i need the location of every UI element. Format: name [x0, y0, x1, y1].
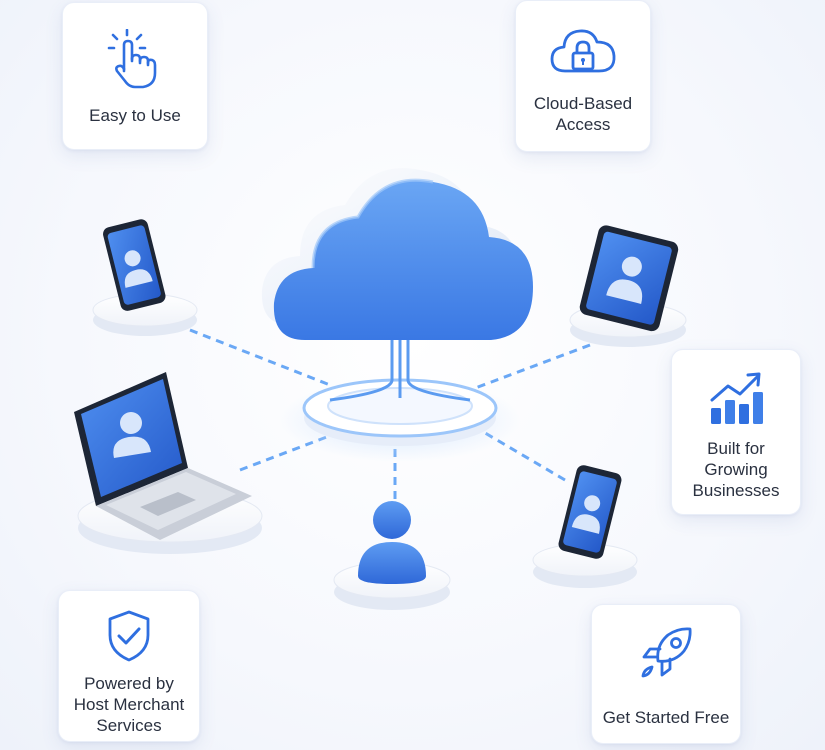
cloud-hub — [261, 168, 533, 340]
feature-card-cloud-based-access: Cloud-Based Access — [515, 0, 651, 152]
phone-device-left — [103, 219, 166, 311]
growth-chart-icon — [710, 372, 763, 424]
cloud-based-access-label: Cloud-Based Access — [533, 94, 633, 134]
feature-card-powered-by: Powered by Host Merchant Services — [58, 590, 200, 742]
feature-card-easy-to-use: Easy to Use — [62, 2, 208, 150]
connector-phone-left — [189, 328, 331, 387]
get-started-free-label: Get Started Free — [602, 708, 730, 727]
easy-to-use-label: Easy to Use — [89, 106, 181, 125]
connector-tablet — [469, 343, 591, 392]
connector-laptop — [239, 428, 346, 472]
connector-phone-right — [479, 428, 566, 482]
user-figure — [358, 501, 426, 584]
feature-card-get-started-free: Get Started Free — [591, 604, 741, 744]
tablet-device — [579, 225, 679, 332]
shield-check-icon — [108, 610, 150, 662]
tap-finger-icon — [107, 29, 157, 89]
built-for-growing-label: Built for Growing Businesses — [692, 439, 780, 500]
phone-device-right — [558, 465, 622, 559]
pod-phone-right — [532, 543, 638, 588]
feature-card-built-for-growing-businesses: Built for Growing Businesses — [671, 349, 801, 515]
rocket-icon — [641, 627, 692, 678]
cloud-lock-icon — [550, 29, 616, 73]
laptop-device — [74, 372, 252, 540]
powered-by-label: Powered by Host Merchant Services — [73, 674, 185, 735]
connector-lines — [189, 328, 591, 505]
hub-pedestal — [280, 330, 520, 462]
